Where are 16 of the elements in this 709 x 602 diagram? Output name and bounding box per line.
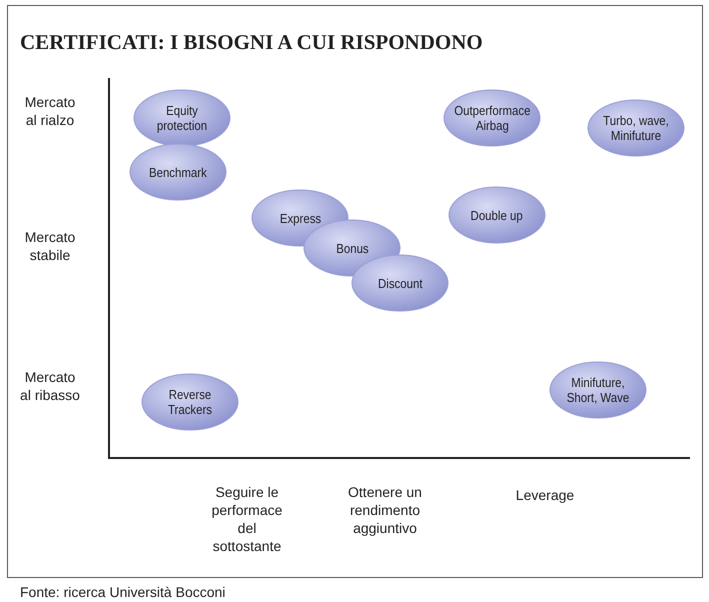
x-axis-label: Seguire le performace del sottostante [210, 483, 284, 555]
product-ellipse: Double up [448, 186, 546, 244]
product-ellipse: Equity protection [133, 89, 231, 147]
product-ellipse: Minifuture, Short, Wave [549, 361, 647, 419]
x-axis-label: Ottenere un rendimento aggiuntivo [347, 483, 423, 537]
product-ellipse: Benchmark [129, 143, 227, 201]
product-ellipse: Turbo, wave, Minifuture [587, 99, 685, 157]
title: CERTIFICATI: I BISOGNI A CUI RISPONDONO [20, 30, 483, 55]
caption: Fonte: ricerca Università Bocconi [20, 584, 226, 600]
y-axis-label: Mercato al ribasso [20, 368, 80, 404]
x-axis-label: Leverage [514, 486, 576, 504]
product-ellipse: Reverse Trackers [141, 373, 239, 431]
y-axis-label: Mercato stabile [24, 228, 76, 264]
product-ellipse: Outperformace Airbag [443, 89, 541, 147]
y-axis-label: Mercato al rialzo [24, 93, 76, 129]
product-ellipse: Discount [351, 254, 449, 312]
